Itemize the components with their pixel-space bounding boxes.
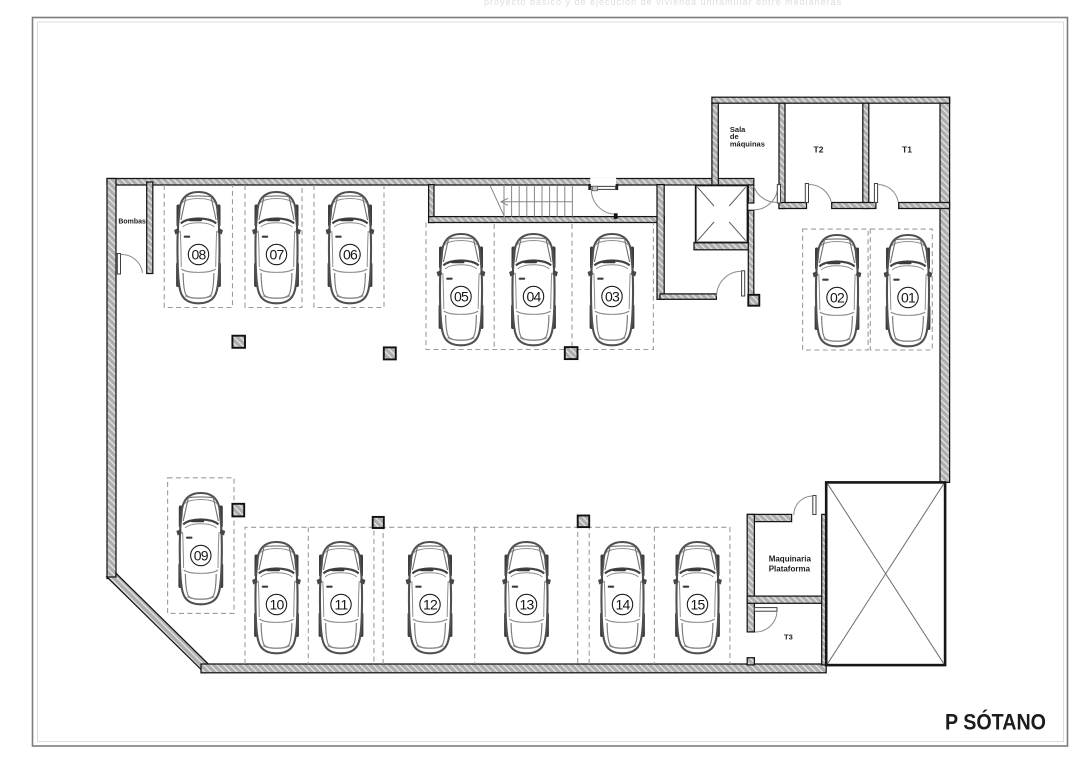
svg-text:Bombas: Bombas xyxy=(118,217,145,226)
svg-text:T3: T3 xyxy=(784,633,793,642)
svg-text:proyecto basico y de ejecucion: proyecto basico y de ejecucion de vivien… xyxy=(484,0,842,7)
svg-text:14: 14 xyxy=(616,597,631,613)
svg-text:T2: T2 xyxy=(814,145,824,155)
svg-text:Plataforma: Plataforma xyxy=(769,565,811,574)
svg-text:04: 04 xyxy=(527,289,542,305)
svg-text:08: 08 xyxy=(192,247,207,263)
svg-text:10: 10 xyxy=(270,597,285,613)
svg-text:01: 01 xyxy=(901,290,916,306)
svg-text:P SÓTANO: P SÓTANO xyxy=(945,710,1046,735)
svg-text:06: 06 xyxy=(343,247,358,263)
svg-text:02: 02 xyxy=(830,290,845,306)
svg-text:13: 13 xyxy=(520,597,535,613)
svg-text:09: 09 xyxy=(194,548,209,564)
svg-text:12: 12 xyxy=(423,597,438,613)
svg-text:de: de xyxy=(730,132,739,141)
svg-text:máquinas: máquinas xyxy=(730,139,765,148)
svg-text:Sala: Sala xyxy=(730,125,746,134)
svg-text:15: 15 xyxy=(691,597,706,613)
svg-text:03: 03 xyxy=(605,289,620,305)
svg-text:05: 05 xyxy=(454,289,469,305)
svg-text:07: 07 xyxy=(270,247,285,263)
svg-text:T1: T1 xyxy=(902,145,912,155)
svg-text:11: 11 xyxy=(335,597,349,613)
svg-text:Maquinaria: Maquinaria xyxy=(769,555,812,564)
